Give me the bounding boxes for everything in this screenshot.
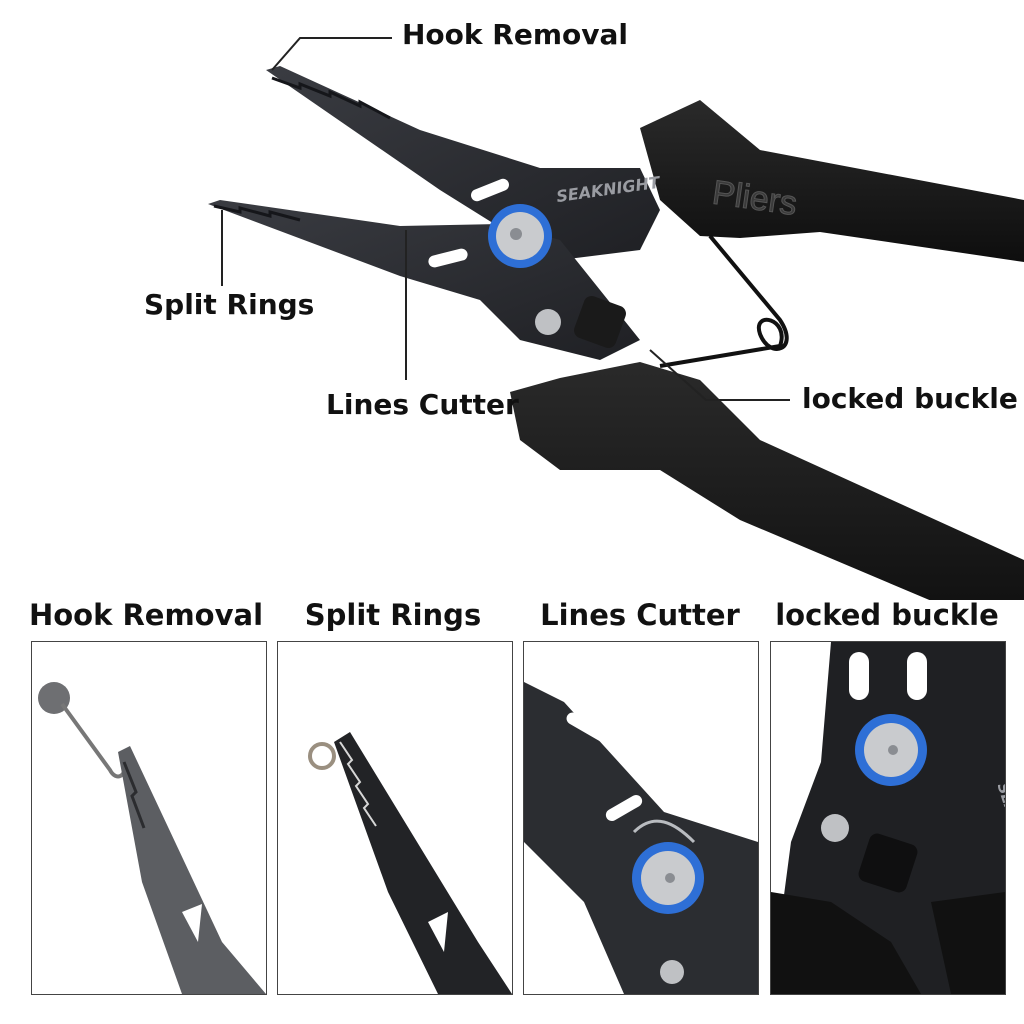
hook-removal-photo [38,682,266,994]
main-plier-illustration: Pliers SEAKNIGHT [208,37,1024,600]
plier-jaw [334,732,512,994]
lower-handle [510,362,1024,600]
spring-wire [659,234,789,368]
panel-locked-buckle: SEAKNIGHT [770,641,1006,995]
split-rings-photo [308,732,512,994]
leader-locked-buckle [649,349,790,401]
locked-buckle [858,833,918,893]
panel-title-locked-buckle: locked buckle [775,598,999,632]
upper-jaw [266,66,660,260]
panel-title-hook-removal: Hook Removal [28,598,264,632]
plier-jaw [524,682,758,994]
callout-lines-cutter: Lines Cutter [326,388,519,421]
pivot-screw [510,228,522,240]
panel-hook-removal [31,641,267,995]
upper-handle [640,100,1024,262]
callout-split-rings: Split Rings [144,288,315,321]
panel-split-rings [277,641,513,995]
locked-buckle [574,296,626,348]
plier-jaw [118,746,266,994]
callout-hook-removal: Hook Removal [402,18,628,51]
handle-rubber [771,892,921,994]
locked-buckle-photo: SEAKNIGHT [771,642,1005,994]
secondary-screw [535,309,561,335]
upper-jaw-teeth [271,76,391,120]
leader-hook-removal [271,37,392,71]
panel-lines-cutter [523,641,759,995]
lower-jaw-teeth [213,204,301,222]
secondary-screw [660,960,684,984]
callout-locked-buckle: locked buckle [802,382,1018,415]
lines-cutter-photo [524,682,758,994]
panel-title-lines-cutter: Lines Cutter [540,598,740,632]
secondary-screw [821,814,849,842]
fishing-hook [60,702,127,779]
split-ring [308,742,336,770]
fishing-line [632,819,696,844]
panel-title-split-rings: Split Rings [304,598,482,632]
